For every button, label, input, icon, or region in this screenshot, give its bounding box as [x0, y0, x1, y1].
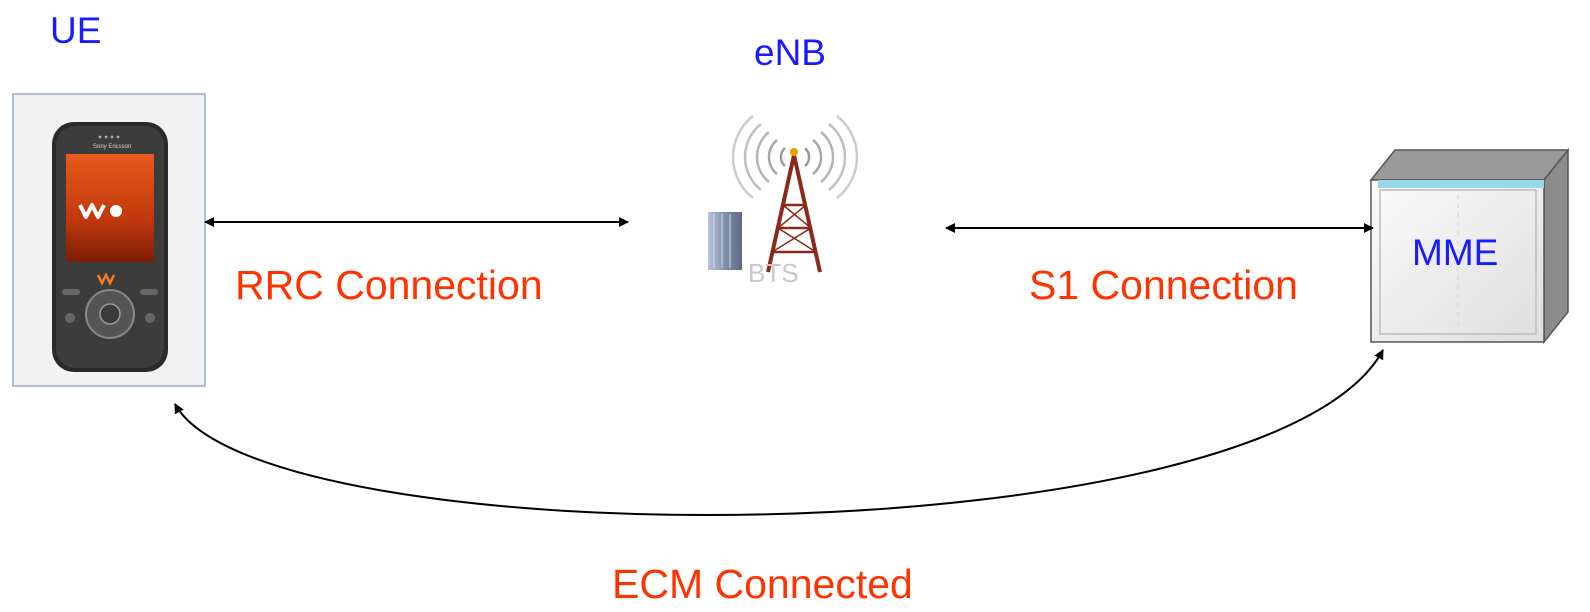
svg-text:Sony Ericsson: Sony Ericsson [93, 144, 131, 150]
enb-label: eNB [754, 32, 826, 73]
mme-label: MME [1412, 232, 1499, 273]
base-station-tower-icon: BTS [708, 115, 859, 288]
rrc-connection-label: RRC Connection [235, 262, 543, 308]
server-box-icon [1369, 147, 1570, 345]
svg-text:BTS: BTS [748, 258, 799, 288]
mobile-phone-icon: Sony Ericsson [12, 93, 206, 387]
ecm-connected-label: ECM Connected [612, 561, 913, 607]
ecm-connected-arrow [174, 349, 1384, 516]
s1-connection-label: S1 Connection [1029, 262, 1298, 308]
ue-label: UE [50, 10, 102, 51]
